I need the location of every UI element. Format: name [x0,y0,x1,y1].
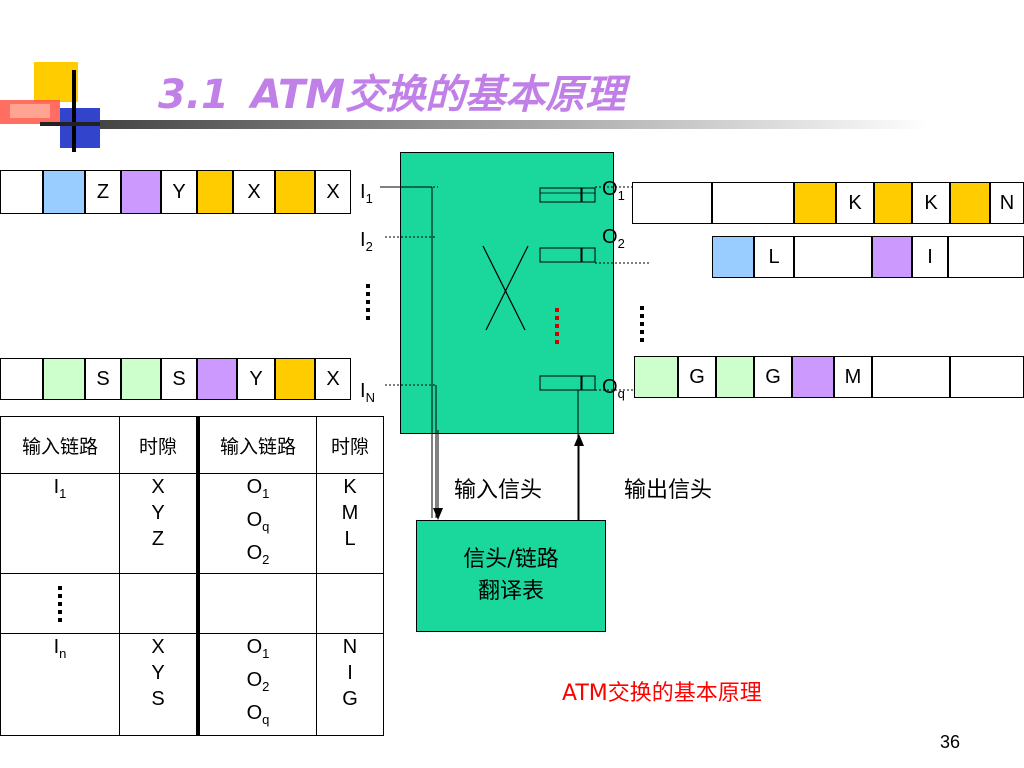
input-ellipsis [366,284,370,320]
col-header: 输入链路 [0,416,120,474]
cell [43,170,85,214]
cell: Y [161,170,197,214]
output-link-label-2: O2 [602,226,625,251]
table-row [0,573,384,634]
input-link-label-2: I2 [360,229,373,254]
cell: Y [237,358,275,400]
cell: X [233,170,275,214]
col-header: 时隙 [119,416,199,474]
cell [950,356,1024,398]
input-link-label-n: IN [360,380,375,405]
cell [121,170,161,214]
cell [794,182,836,224]
output-header-label: 输出信头 [624,478,713,503]
arrow-input-header [433,430,443,520]
cell [43,358,85,400]
table-ellipsis [58,585,62,622]
empty-cell [196,573,317,634]
figure-caption: ATM交换的基本原理 [562,681,762,706]
cell: G [678,356,716,398]
cell [948,236,1024,278]
output-link-cell: O1 O2 Oq [196,633,317,736]
cell: X [315,358,351,400]
switch-ellipsis [555,308,559,344]
empty-cell [119,573,199,634]
cell: N [990,182,1024,224]
cell: Z [85,170,121,214]
col-header: 时隙 [316,416,384,474]
input-link-cell: In [0,633,120,736]
cell: X [315,170,351,214]
empty-cell [316,573,384,634]
output-link-cell: O1 Oq O2 [196,473,317,574]
cell [121,358,161,400]
cell [0,170,43,214]
col-header: 输入链路 [196,416,317,474]
header-link-translation-table: 信头/链路 翻译表 [416,520,606,632]
cell [197,170,233,214]
table-header-row: 输入链路 时隙 输入链路 时隙 [0,416,384,474]
title-underline [100,120,930,129]
page-number: 36 [940,732,961,752]
cell [872,236,912,278]
arrow-output-header [574,434,584,522]
cell [634,356,678,398]
output-link-label-q: Oq [602,376,625,401]
cell [950,182,990,224]
cell [275,358,315,400]
cell: G [754,356,792,398]
switch-connections [380,186,650,520]
cell [872,356,950,398]
cell [712,236,754,278]
cell: K [836,182,874,224]
input-header-label: 输入信头 [454,478,543,503]
output-link-label-1: O1 [602,178,625,203]
cell [197,358,237,400]
output-ellipsis [640,306,644,342]
cell: I [912,236,948,278]
cell: L [754,236,794,278]
cell [792,356,834,398]
cell: M [834,356,872,398]
cell: S [161,358,197,400]
cell [712,182,794,224]
lut-line-2: 翻译表 [477,579,544,604]
cell: K [912,182,950,224]
ellipsis-cell [0,573,120,634]
cell [874,182,912,224]
cell [0,358,43,400]
cell [632,182,712,224]
logo-graphic [0,62,130,152]
input-link-label-1: I1 [360,181,373,206]
cell: S [85,358,121,400]
cell [794,236,872,278]
cell [716,356,754,398]
input-link-cell: I1 [0,473,120,574]
lut-line-1: 信头/链路 [463,547,559,572]
cell [275,170,315,214]
